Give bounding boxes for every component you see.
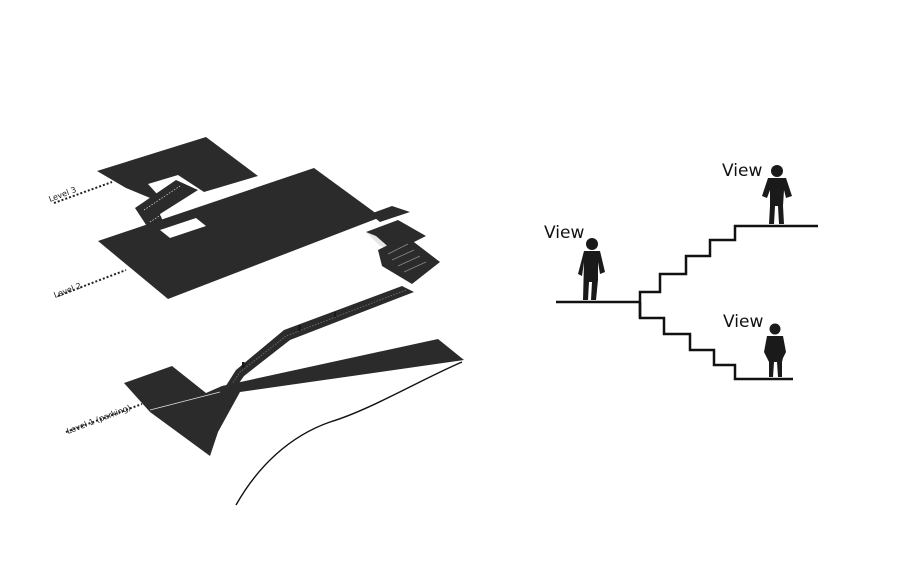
view-label-bottom: View	[723, 312, 763, 332]
stair-down-line	[638, 302, 793, 381]
terrain-line	[235, 361, 463, 506]
person-bottom-icon	[764, 323, 786, 377]
level-1-leader	[65, 403, 143, 433]
level-2-leader	[57, 269, 127, 297]
view-label-middle: View	[544, 223, 584, 243]
level-2-label: Level 2	[52, 281, 82, 300]
stair-up-line	[638, 224, 818, 318]
axonometric-diagram: Level 3 Level 2 Level 1 (parking)	[47, 137, 464, 506]
level-3-label: Level 3	[47, 185, 77, 204]
view-label-top: View	[722, 161, 762, 181]
level-1-slab	[124, 339, 464, 456]
person-middle-icon	[578, 238, 605, 300]
level-2-slab	[98, 168, 381, 299]
level-2-opening	[160, 218, 206, 238]
stair-tower	[366, 206, 440, 284]
section-diagram: View View View	[544, 161, 818, 381]
level-1-label: Level 1 (parking)	[65, 403, 132, 436]
ramp	[222, 286, 414, 396]
person-top-icon	[762, 165, 792, 224]
level-3-slab	[97, 137, 258, 205]
